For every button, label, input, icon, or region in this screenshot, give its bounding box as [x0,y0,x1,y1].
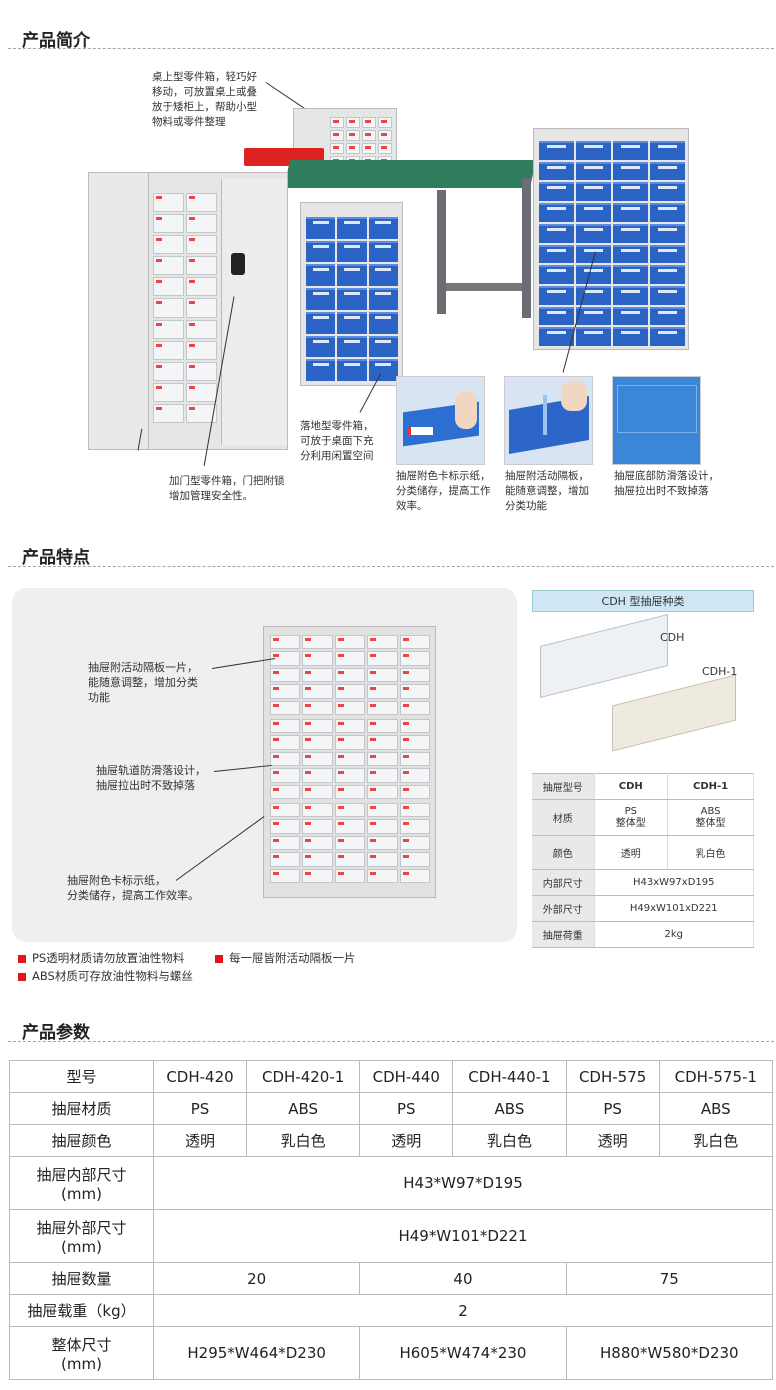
callout-card: 抽屉附色卡标示纸，分类储存，提高工作效率。 [67,874,199,902]
cdh1-drawer-image [612,674,736,752]
note-desktop-box: 桌上型零件箱，轻巧好移动，可放置桌上或叠 放于矮柜上，帮助小型物料或零件整理 [152,71,257,128]
section-divider [8,566,774,567]
param-cell: H880*W580*D230 [565,1326,774,1380]
cdh-table-cell: 材质 [532,799,595,836]
section-divider [8,48,774,49]
cdh-drawer-image [540,614,668,698]
section-title-params: 产品参数 [22,1023,90,1043]
param-cell: 抽屉颜色 [9,1124,154,1157]
param-cell: 透明 [565,1124,660,1157]
cdh-table-cell: 抽屉型号 [532,773,595,800]
feature-cabinet-image [263,626,436,898]
workbench-bar [446,283,522,291]
param-cell: 型号 [9,1060,154,1093]
section-title-features: 产品特点 [22,548,90,568]
cdh-table-cell: CDH [594,773,669,800]
tall-parts-box-image [533,128,689,350]
param-cell: 透明 [359,1124,454,1157]
cdh-table-cell: PS 整体型 [594,799,669,836]
param-cell: CDH-575-1 [658,1060,774,1093]
cdh-table-cell: H43xW97xD195 [594,869,754,896]
param-cell: 20 [152,1262,361,1295]
callout-line [265,82,308,111]
cdh-table-cell: 外部尺寸 [532,895,595,922]
param-cell: 75 [565,1262,774,1295]
cdh1-label: CDH-1 [702,665,738,678]
cdh-table-cell: 透明 [594,835,669,870]
param-cell: PS [565,1092,660,1125]
cabinet-door-right [221,179,287,445]
param-cell: ABS [658,1092,774,1125]
param-cell: 抽屉材质 [9,1092,154,1125]
section-divider [8,1041,774,1042]
param-cell: CDH-440-1 [452,1060,567,1093]
param-cell: ABS [245,1092,361,1125]
legend-item: 每一屉皆附活动隔板一片 [215,950,356,966]
note-label-card: 抽屉附色卡标示纸，分类储存，提高工作效率。 [396,470,491,512]
param-cell: H605*W474*230 [359,1326,567,1380]
red-square-icon [18,954,26,963]
param-cell: PS [359,1092,454,1125]
cdh-table-cell: 抽屉荷重 [532,921,595,948]
param-cell: 抽屉外部尺寸(mm) [9,1209,154,1263]
workbench-leg [437,190,446,314]
param-cell: 乳白色 [452,1124,567,1157]
workbench-leg [522,178,531,318]
red-square-icon [215,954,223,963]
param-cell: CDH-420-1 [245,1060,361,1093]
note-floor-box: 落地型零件箱，可放于桌面下充分利用闲置空间 [300,420,374,462]
section-title-intro: 产品简介 [22,31,90,51]
callout-rail: 抽屉轨道防滑落设计，抽屉拉出时不致掉落 [96,764,206,792]
photo-anti-slip [612,376,701,465]
lock-handle-icon [231,253,245,275]
cdh-table-cell: 2kg [594,921,754,948]
params-table: 型号 CDH-420 CDH-420-1 CDH-440 CDH-440-1 C… [9,1060,774,1380]
param-cell: 透明 [153,1124,247,1157]
param-cell: PS [153,1092,247,1125]
workbench-top-image [284,160,536,188]
param-cell: H295*W464*D230 [152,1326,361,1380]
cdh-table-cell: H49xW101xD221 [594,895,754,922]
cdh-table-cell: 乳白色 [667,835,754,870]
legend-item: ABS材质可存放油性物料与螺丝 [18,968,193,984]
param-cell: 40 [359,1262,567,1295]
param-cell: CDH-420 [153,1060,247,1093]
note-anti-slip: 抽屉底部防滑落设计，抽屉拉出时不致掉落 [614,470,719,497]
param-cell: H43*W97*D195 [153,1156,773,1210]
param-cell: 整体尺寸(mm) [9,1326,154,1380]
red-square-icon [18,972,26,981]
legend-item: PS透明材质请勿放置油性物料 [18,950,184,966]
param-cell: 抽屉载重（kg） [9,1294,154,1327]
cdh-table-cell: CDH-1 [667,773,754,800]
note-divider: 抽屉附活动隔板，能随意调整，增加分类功能 [505,470,589,512]
photo-label-card [396,376,485,465]
floor-parts-box-image [300,202,403,386]
cdh-table-cell: 内部尺寸 [532,869,595,896]
param-cell: ABS [452,1092,567,1125]
param-cell: 抽屉内部尺寸(mm) [9,1156,154,1210]
param-cell: H49*W101*D221 [153,1209,773,1263]
param-cell: CDH-440 [359,1060,454,1093]
note-door-box: 加门型零件箱，门把附锁增加管理安全性。 [169,475,285,502]
param-cell: CDH-575 [565,1060,660,1093]
cdh-table-cell: 颜色 [532,835,595,870]
cdh-spec-table: 抽屉型号 CDH CDH-1 材质 PS 整体型 ABS 整体型 颜色 透明 乳… [532,773,754,948]
param-cell: 乳白色 [658,1124,774,1157]
photo-divider [504,376,593,465]
param-cell: 乳白色 [245,1124,361,1157]
cdh-types-title: CDH 型抽屉种类 [532,590,754,612]
cdh-table-cell: ABS 整体型 [667,799,754,836]
cdh-label: CDH [660,631,685,644]
callout-divider: 抽屉附活动隔板一片，能随意调整，增加分类功能 [88,661,198,704]
param-cell: 2 [153,1294,773,1327]
cabinet-door-left [89,173,149,449]
param-cell: 抽屉数量 [9,1262,154,1295]
door-parts-box-image [88,172,288,450]
